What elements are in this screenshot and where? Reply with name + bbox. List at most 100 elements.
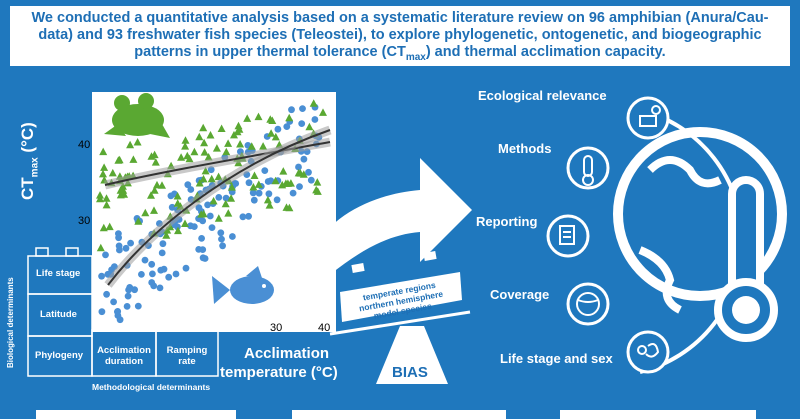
bottom-panel-left: [36, 410, 236, 419]
fish-data-point: [157, 266, 165, 274]
fish-data-point: [127, 239, 134, 247]
bias-seesaw: [329, 251, 471, 384]
amphibian-data-point: [222, 147, 231, 156]
summary-banner: We conducted a quantitative analysis bas…: [10, 6, 790, 66]
earth-thermometer-icon: [613, 127, 787, 301]
topic-methods: Methods: [498, 141, 552, 156]
fish-data-point: [103, 290, 110, 298]
amphibian-data-point: [319, 108, 327, 116]
amphibian-data-point: [212, 144, 221, 152]
amphibian-data-point: [249, 183, 258, 191]
fish-data-point: [116, 246, 123, 254]
amphibian-data-point: [126, 140, 135, 149]
fish-data-point: [218, 235, 225, 243]
amphibian-data-point: [199, 174, 208, 183]
fish-data-point: [187, 222, 194, 230]
determinant-blocks: [27, 247, 219, 377]
fish-data-point: [172, 270, 180, 278]
amphibian-data-point: [271, 132, 280, 141]
fish-data-point: [98, 308, 106, 316]
amphibian-data-point: [214, 214, 223, 222]
amphibian-data-point: [313, 178, 322, 186]
amphibian-data-point: [150, 150, 159, 159]
amphibian-data-point: [105, 222, 114, 231]
fish-data-point: [222, 194, 230, 202]
amphibian-data-point: [309, 99, 318, 107]
amphibian-data-point: [116, 186, 125, 194]
amphibian-data-point: [181, 136, 190, 144]
topic-icon-glyphs: [559, 105, 661, 358]
amphibian-data-point: [96, 243, 105, 252]
bottom-panel-middle: [292, 410, 506, 419]
fish-data-point: [122, 244, 130, 252]
fish-data-point: [311, 116, 319, 123]
amphibian-data-point: [99, 169, 107, 178]
life-cycle-icon: [626, 330, 670, 374]
amphibian-data-point: [214, 172, 223, 181]
amphibian-data-point: [243, 114, 252, 122]
fish-data-point: [229, 233, 236, 240]
amphibian-data-point: [305, 122, 314, 131]
fish-data-point: [138, 271, 145, 278]
fish-data-point: [274, 125, 282, 133]
x-axis-label-line1: Acclimation: [244, 345, 330, 362]
amphibian-data-point: [236, 140, 245, 148]
amphibian-data-point: [279, 167, 288, 175]
amphibian-data-point: [263, 195, 272, 204]
fish-data-point: [265, 190, 273, 198]
globe-diagram: [613, 108, 787, 374]
fish-data-point: [289, 189, 297, 197]
frog-icon: [104, 93, 170, 138]
fish-data-point: [217, 229, 225, 237]
amphibian-data-point: [200, 138, 209, 147]
amphibian-data-point: [181, 142, 190, 150]
fish-data-point: [206, 212, 214, 220]
fish-data-point: [288, 106, 295, 114]
fish-data-point: [141, 256, 149, 264]
amphibian-data-point: [100, 163, 109, 171]
fish-data-point: [149, 270, 156, 278]
fish-data-point: [174, 223, 181, 231]
amphibian-data-point: [283, 179, 292, 187]
fish-data-point: [255, 189, 263, 197]
block-latitude: Latitude: [40, 309, 77, 320]
fish-data-point: [159, 240, 167, 248]
fish-data-point: [168, 203, 176, 211]
amphibian-data-point: [99, 147, 108, 156]
fish-data-point: [148, 279, 156, 286]
fish-data-point: [98, 272, 105, 280]
amphibian-data-point: [116, 190, 125, 199]
fish-data-point: [158, 249, 166, 257]
fish-data-point: [124, 292, 132, 300]
fish-data-point: [245, 212, 253, 220]
amphibian-data-point: [285, 113, 294, 122]
topic-circles: [546, 96, 670, 374]
amphibian-data-point: [141, 208, 150, 217]
fish-data-point: [195, 204, 203, 212]
fish-data-point: [249, 189, 257, 197]
fish-trend-line: [107, 129, 331, 286]
fish-data-point: [298, 120, 306, 127]
amphibian-data-point: [254, 180, 263, 188]
fish-data-point: [148, 260, 156, 268]
amphibian-data-point: [133, 138, 142, 146]
biological-determinants-title: Biological determinants: [6, 277, 15, 368]
amphibian-data-point: [267, 129, 276, 137]
fish-data-point: [250, 196, 258, 204]
amphibian-data-point: [150, 186, 159, 194]
fish-data-point: [199, 217, 207, 225]
topic-ecological-relevance: Ecological relevance: [478, 88, 607, 103]
fish-data-point: [261, 167, 269, 175]
amphibian-data-point: [177, 153, 186, 161]
amphibian-data-point: [99, 223, 108, 232]
amphibian-data-point: [96, 191, 104, 199]
fish-data-point: [156, 284, 164, 292]
amphibian-data-point: [183, 151, 192, 160]
amphibian-data-point: [108, 168, 117, 177]
amphibian-data-point: [153, 180, 161, 189]
bias-label: BIAS: [392, 364, 428, 381]
fish-data-point: [182, 264, 190, 272]
amphibian-data-point: [217, 124, 226, 132]
amphibian-data-point: [294, 168, 303, 177]
amphibian-data-point: [173, 192, 182, 200]
